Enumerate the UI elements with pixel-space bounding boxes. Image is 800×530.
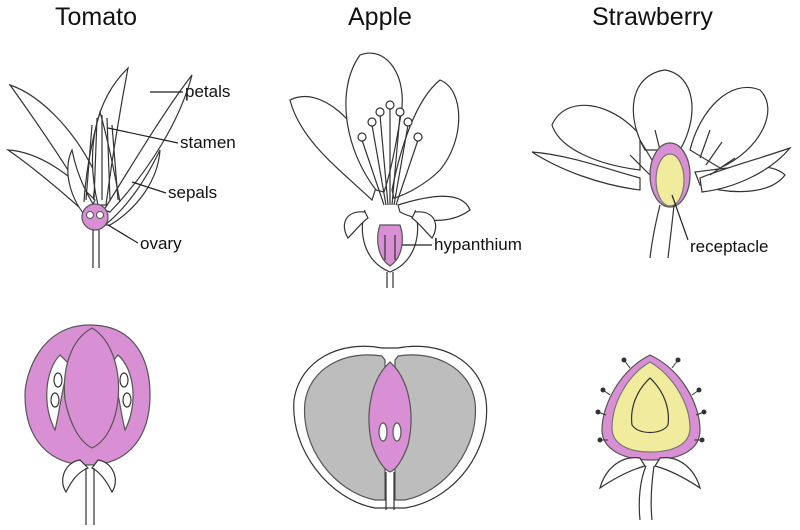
tomato-labels: petals stamen sepals ovary — [107, 82, 236, 253]
title-strawberry: Strawberry — [592, 3, 713, 31]
tomato-flower — [5, 66, 193, 268]
label-ovary: ovary — [140, 234, 182, 253]
title-apple: Apple — [348, 3, 412, 31]
label-petals: petals — [185, 82, 230, 101]
apple-flower — [289, 52, 471, 288]
strawberry-flower — [531, 69, 792, 259]
label-receptacle: receptacle — [690, 237, 768, 256]
label-stamen: stamen — [180, 133, 236, 152]
strawberry-labels: receptacle — [671, 194, 768, 256]
title-tomato: Tomato — [55, 3, 137, 31]
apple-fruit — [293, 345, 488, 510]
label-hypanthium: hypanthium — [434, 235, 522, 254]
apple-labels: hypanthium — [402, 235, 522, 254]
strawberry-fruit — [595, 354, 707, 521]
tomato-fruit — [24, 324, 151, 525]
label-sepals: sepals — [168, 183, 217, 202]
